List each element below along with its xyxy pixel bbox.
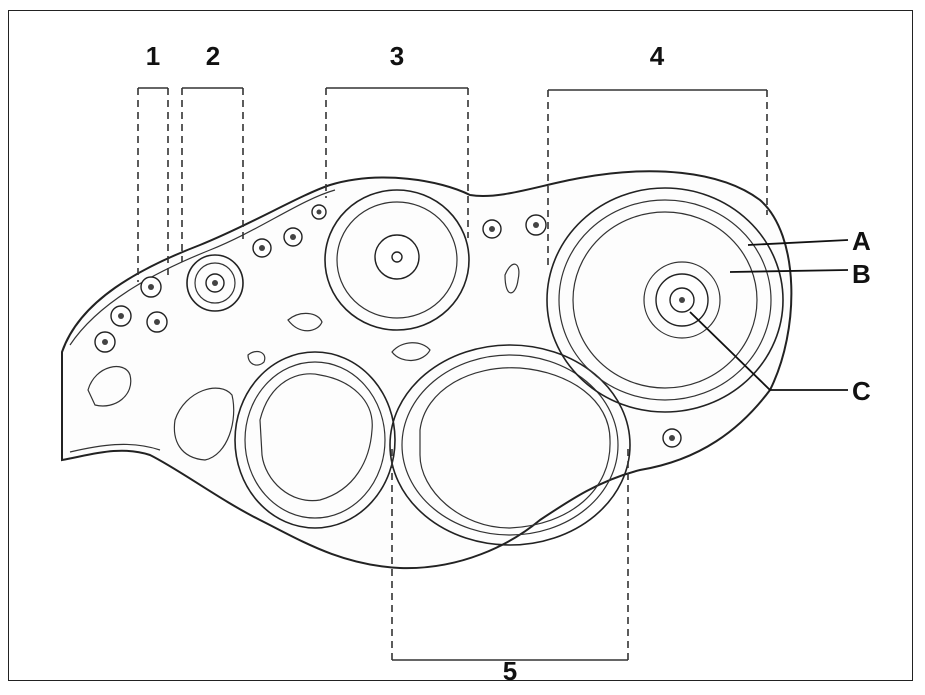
label-stage-3: 3 [390, 41, 404, 71]
label-stage-4: 4 [650, 41, 665, 71]
label-c: C [852, 376, 871, 406]
label-stage-5: 5 [503, 656, 517, 686]
primary-follicle [187, 255, 243, 311]
label-stage-1: 1 [146, 41, 160, 71]
label-b: B [852, 259, 871, 289]
bracket-1 [138, 88, 168, 282]
label-stage-2: 2 [206, 41, 220, 71]
label-a: A [852, 226, 871, 256]
ovary-outline [62, 171, 791, 568]
